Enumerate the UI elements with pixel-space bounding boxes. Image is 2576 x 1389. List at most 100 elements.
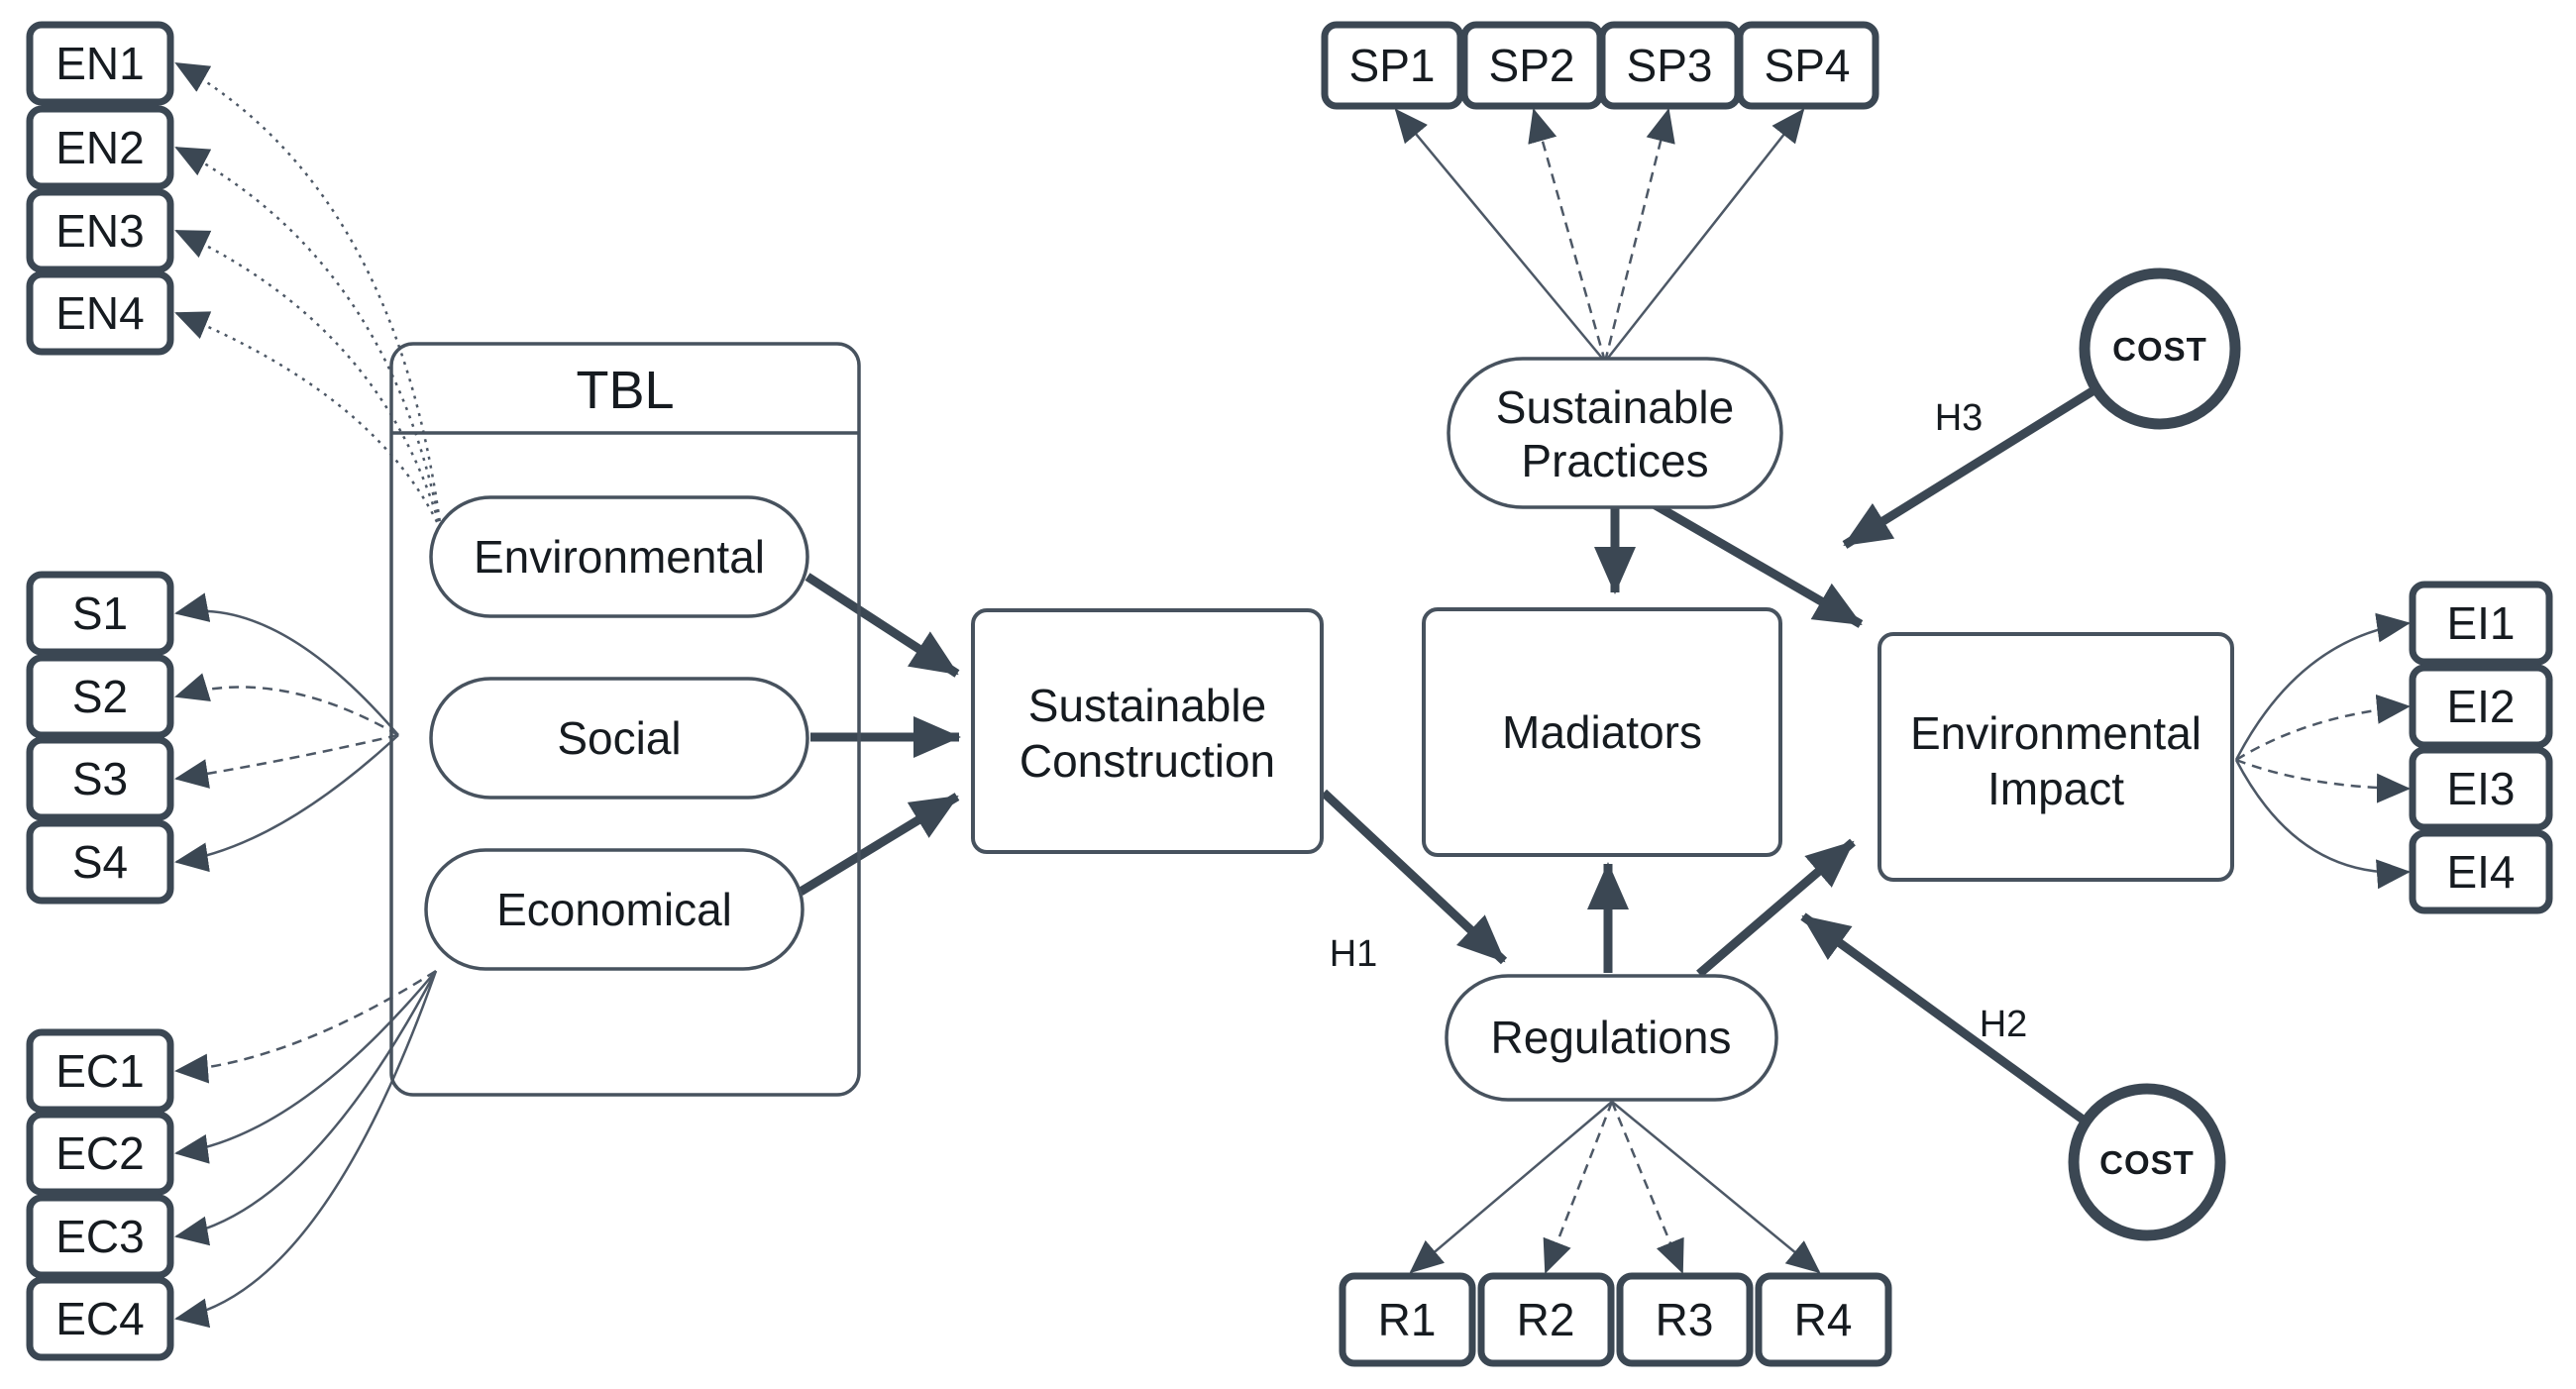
indicator-ec4-label: EC4 bbox=[55, 1293, 144, 1344]
arrow-practices-sp2 bbox=[1528, 108, 1607, 363]
indicators-ei: EI1 EI2 EI3 EI4 bbox=[2409, 581, 2553, 914]
arrow-cost-h3-moderation bbox=[1842, 385, 2098, 549]
arrow-economical-construction bbox=[798, 793, 960, 896]
latent-environmental-label: Environmental bbox=[474, 531, 765, 583]
indicator-ec1-box bbox=[26, 1028, 174, 1114]
construct-environmental-impact: Environmental Impact bbox=[1878, 632, 2234, 882]
arrow-impact-ei4 bbox=[2234, 759, 2411, 890]
indicator-s1-box bbox=[26, 571, 174, 656]
regulations-oval bbox=[1445, 974, 1778, 1102]
indicator-en2-label: EN2 bbox=[55, 122, 144, 173]
indicator-en2-box bbox=[26, 105, 174, 190]
construct-mediators: Madiators bbox=[1422, 607, 1782, 857]
arrow-social-s2 bbox=[174, 673, 399, 737]
indicator-en4-box bbox=[26, 270, 174, 356]
indicator-r3-label: R3 bbox=[1656, 1294, 1714, 1345]
arrow-practices-sp1 bbox=[1394, 108, 1606, 363]
latent-social-label: Social bbox=[557, 712, 681, 764]
indicator-ei4-label: EI4 bbox=[2446, 846, 2515, 898]
sustainable-construction-box bbox=[971, 608, 1324, 854]
indicator-ei4-box bbox=[2409, 829, 2553, 914]
hypothesis-h3-label: H3 bbox=[1935, 397, 1984, 439]
indicators-s: S1 S2 S3 S4 bbox=[26, 571, 174, 905]
indicator-ei1-label: EI1 bbox=[2446, 597, 2515, 649]
indicator-r3-box bbox=[1616, 1272, 1754, 1367]
indicator-s2-box bbox=[26, 654, 174, 739]
indicator-r1-label: R1 bbox=[1378, 1294, 1437, 1345]
indicator-sp3-label: SP3 bbox=[1627, 40, 1713, 91]
latent-economical bbox=[424, 848, 805, 971]
indicator-ec2-box bbox=[26, 1111, 174, 1196]
mediators-label: Madiators bbox=[1502, 706, 1702, 758]
indicators-en: EN1 EN2 EN3 EN4 bbox=[26, 21, 174, 356]
indicator-en3-box bbox=[26, 188, 174, 273]
indicator-r1-box bbox=[1339, 1272, 1476, 1367]
cost-bottom-label: COST bbox=[2099, 1144, 2195, 1181]
arrow-environmental-en1 bbox=[174, 61, 443, 531]
indicator-sp4-label: SP4 bbox=[1765, 40, 1851, 91]
environmental-impact-box bbox=[1878, 632, 2234, 882]
regulations-label: Regulations bbox=[1491, 1012, 1732, 1063]
hypothesis-h1-label: H1 bbox=[1330, 933, 1378, 975]
indicator-en4-label: EN4 bbox=[55, 287, 144, 339]
cost-top-circle bbox=[2079, 267, 2241, 430]
indicator-en1-label: EN1 bbox=[55, 38, 144, 89]
indicator-en3-label: EN3 bbox=[55, 205, 144, 257]
hypothesis-h2-label: H2 bbox=[1980, 1004, 2028, 1045]
indicator-ec3-box bbox=[26, 1194, 174, 1279]
arrow-economical-ec3 bbox=[174, 970, 438, 1246]
tbl-title: TBL bbox=[576, 361, 674, 420]
indicator-ei3-label: EI3 bbox=[2446, 763, 2515, 814]
indicator-s2-label: S2 bbox=[72, 671, 128, 722]
arrow-environmental-en3 bbox=[174, 229, 443, 531]
indicators-sp: SP1 SP2 SP3 SP4 bbox=[1321, 21, 1879, 110]
sustainable-practices-line1: Sustainable bbox=[1496, 381, 1734, 433]
tbl-frame bbox=[389, 342, 861, 1097]
indicator-sp1-box bbox=[1321, 21, 1464, 110]
indicator-ec4-box bbox=[26, 1276, 174, 1361]
latent-regulations: Regulations bbox=[1445, 974, 1778, 1102]
latent-sustainable-practices: Sustainable Practices bbox=[1447, 357, 1783, 509]
indicators-ec: EC1 EC2 EC3 EC4 bbox=[26, 1028, 174, 1361]
arrow-regulations-r1 bbox=[1409, 1101, 1613, 1274]
indicator-r4-box bbox=[1755, 1272, 1892, 1367]
indicator-r4-label: R4 bbox=[1794, 1294, 1853, 1345]
latent-environmental bbox=[429, 495, 809, 618]
indicator-s3-label: S3 bbox=[72, 753, 128, 804]
arrow-practices-sp3 bbox=[1603, 108, 1675, 363]
arrow-economical-ec1 bbox=[174, 969, 437, 1084]
arrow-social-s1 bbox=[174, 592, 399, 736]
indicator-ec2-label: EC2 bbox=[55, 1127, 144, 1179]
indicator-ei2-box bbox=[2409, 664, 2553, 749]
arrow-impact-ei1 bbox=[2234, 612, 2411, 761]
moderator-cost-top: COST bbox=[2079, 267, 2241, 430]
indicator-ei2-label: EI2 bbox=[2446, 681, 2515, 732]
indicators-r: R1 R2 R3 R4 bbox=[1339, 1272, 1892, 1367]
indicator-sp1-label: SP1 bbox=[1349, 40, 1436, 91]
indicator-r2-box bbox=[1477, 1272, 1615, 1367]
arrow-social-s4 bbox=[174, 734, 399, 873]
arrow-social-s3 bbox=[174, 733, 399, 789]
indicator-r2-label: R2 bbox=[1517, 1294, 1575, 1345]
arrow-regulations-impact bbox=[1696, 838, 1856, 978]
indicator-s3-box bbox=[26, 736, 174, 821]
sustainable-construction-line2: Construction bbox=[1020, 735, 1275, 787]
indicator-sp4-box bbox=[1736, 21, 1879, 110]
arrow-regulations-r4 bbox=[1611, 1101, 1821, 1274]
moderator-cost-bottom: COST bbox=[2068, 1083, 2226, 1241]
sustainable-practices-oval bbox=[1447, 357, 1783, 509]
indicator-s4-box bbox=[26, 819, 174, 905]
mediators-box bbox=[1422, 607, 1782, 857]
sustainable-practices-line2: Practices bbox=[1521, 435, 1708, 486]
indicator-sp2-label: SP2 bbox=[1489, 40, 1575, 91]
arrow-practices-impact bbox=[1627, 486, 1864, 628]
arrow-cost-h2-moderation bbox=[1800, 912, 2089, 1125]
arrow-economical-ec2 bbox=[174, 970, 437, 1164]
indicator-ec1-label: EC1 bbox=[55, 1045, 144, 1097]
cost-top-label: COST bbox=[2112, 331, 2207, 368]
latent-social bbox=[429, 677, 809, 800]
construct-sustainable-construction: Sustainable Construction bbox=[971, 608, 1324, 854]
arrow-impact-ei3 bbox=[2235, 758, 2411, 803]
